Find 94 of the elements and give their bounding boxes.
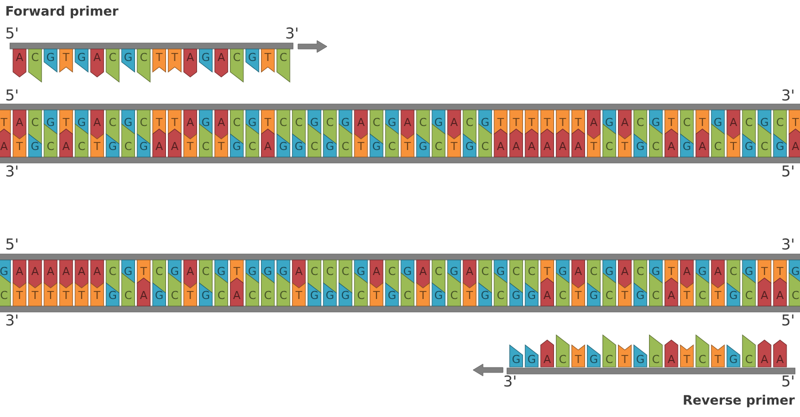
nucleotide-tile: A xyxy=(586,110,601,140)
nucleotide-tile: T xyxy=(618,344,632,368)
nucleotide-tile: A xyxy=(758,278,772,306)
nucleotide-tile: A xyxy=(664,128,678,158)
nucleotide-tile: A xyxy=(183,260,198,288)
nucleotide-tile: A xyxy=(261,128,275,158)
nucleotide-tile: T xyxy=(711,344,725,368)
nucleotide-tile: A xyxy=(214,110,228,140)
nucleotide-tile: A xyxy=(726,110,740,140)
nucleotide-tile: G xyxy=(246,48,260,73)
nucleotide-tile: A xyxy=(230,278,244,306)
nucleotide-tile: A xyxy=(183,48,198,78)
nucleotide-tile: T xyxy=(618,133,632,158)
nucleotide-tile: A xyxy=(618,260,632,288)
nucleotide-tile: T xyxy=(586,133,601,158)
nucleotide-tile: C xyxy=(276,48,290,83)
nucleotide-tile: C xyxy=(136,48,150,83)
nucleotide-tile: A xyxy=(556,128,570,158)
end-label: 5' xyxy=(782,375,794,387)
nucleotide-tile: A xyxy=(168,128,182,158)
end-label: 5' xyxy=(6,89,18,101)
nucleotide-tile: A xyxy=(540,340,554,368)
nucleotide-tile: T xyxy=(618,282,632,306)
nucleotide-tile: A xyxy=(370,260,384,288)
nucleotide-tile: A xyxy=(416,260,430,288)
nucleotide-tile: T xyxy=(571,344,586,368)
nucleotide-tile: T xyxy=(261,48,275,73)
nucleotide-tile: A xyxy=(74,260,88,288)
nucleotide-tile: A xyxy=(664,278,678,306)
nucleotide-tile: A xyxy=(12,48,26,78)
nucleotide-tile: A xyxy=(758,340,772,368)
nucleotide-tile: A xyxy=(44,260,58,288)
nucleotide-tile: A xyxy=(462,260,476,288)
nucleotide-tile: G xyxy=(44,48,58,73)
nucleotide-tile: G xyxy=(74,48,88,73)
nucleotide-tile: C xyxy=(28,48,42,83)
nucleotide-tile: A xyxy=(12,260,26,288)
nucleotide-tile: A xyxy=(664,340,678,368)
nucleotide-tile: A xyxy=(136,278,150,306)
nucleotide-tile: T xyxy=(74,282,88,306)
nucleotide-tile: A xyxy=(152,128,166,158)
end-label: 3' xyxy=(286,27,298,39)
nucleotide-tile: G xyxy=(121,48,135,73)
nucleotide-tile: A xyxy=(59,128,73,158)
nucleotide-tile: A xyxy=(292,260,306,288)
nucleotide-tile: A xyxy=(618,110,632,140)
nucleotide-tile: A xyxy=(773,278,787,306)
end-label: 3' xyxy=(782,89,794,101)
nucleotide-tile: T xyxy=(168,48,182,73)
nucleotide-tile: A xyxy=(711,260,725,288)
nucleotide-tile: T xyxy=(680,344,694,368)
nucleotide-tile: A xyxy=(28,260,42,288)
end-label: 3' xyxy=(6,165,18,177)
end-label: 5' xyxy=(782,314,794,326)
nucleotide-tile: A xyxy=(12,110,26,140)
end-label: 5' xyxy=(6,238,18,250)
nucleotide-tile: A xyxy=(90,48,104,78)
nucleotide-tile: A xyxy=(214,48,228,78)
nucleotide-tile: A xyxy=(400,110,414,140)
end-label: 5' xyxy=(6,27,18,39)
nucleotide-tile: A xyxy=(696,128,710,158)
nucleotide-tile: T xyxy=(152,48,166,73)
nucleotide-tile: A xyxy=(354,110,368,140)
end-label: 5' xyxy=(782,165,794,177)
nucleotide-tile: A xyxy=(788,128,800,158)
nucleotide-tile: T xyxy=(183,282,198,306)
nucleotide-tile: T xyxy=(462,282,476,306)
nucleotide-tile: T xyxy=(571,282,586,306)
nucleotide-tile: A xyxy=(90,260,104,288)
nucleotide-tile: A xyxy=(494,128,508,158)
primer-title: Forward primer xyxy=(6,6,118,18)
nucleotide-tile: A xyxy=(183,110,198,140)
nucleotide-tile: A xyxy=(524,128,538,158)
nucleotide-tile: A xyxy=(540,278,554,306)
nucleotide-tile: C xyxy=(106,48,120,83)
nucleotide-tile: G xyxy=(198,48,213,73)
nucleotide-tile: A xyxy=(59,260,73,288)
nucleotide-tile: A xyxy=(773,340,787,368)
end-label: 3' xyxy=(504,375,516,387)
nucleotide-tile: A xyxy=(540,128,554,158)
nucleotide-tile: A xyxy=(680,260,694,288)
nucleotide-tile: T xyxy=(183,133,198,158)
end-label: 3' xyxy=(782,238,794,250)
nucleotide-tile: A xyxy=(571,260,586,288)
end-label: 3' xyxy=(6,314,18,326)
nucleotide-tile: A xyxy=(509,128,523,158)
nucleotide-tile: A xyxy=(571,128,586,158)
primer-title: Reverse primer xyxy=(684,394,795,408)
nucleotide-tile: T xyxy=(59,48,73,73)
nucleotide-tile: A xyxy=(447,110,461,140)
nucleotide-tile: A xyxy=(0,128,11,158)
nucleotide-tile: C xyxy=(230,48,244,83)
nucleotide-tile: T xyxy=(214,133,228,158)
nucleotide-tile: A xyxy=(90,110,104,140)
